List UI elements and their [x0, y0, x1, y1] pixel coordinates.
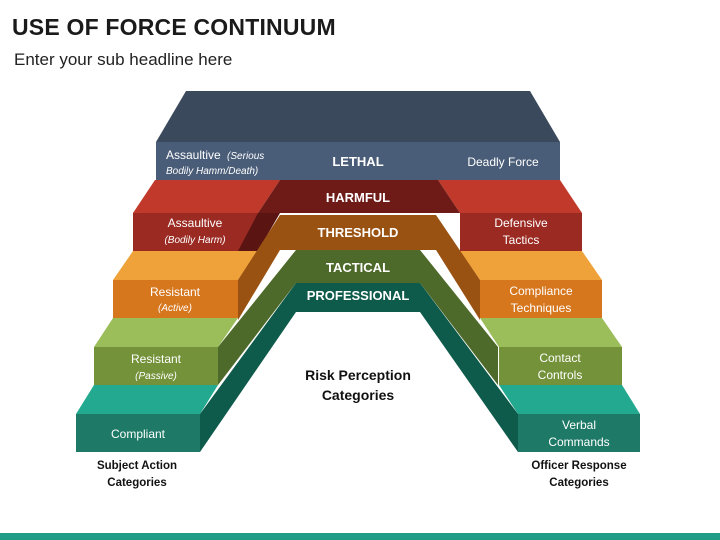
lethal-front: [156, 142, 560, 180]
right-step-1-label-1: Defensive: [494, 216, 548, 230]
center-caption-1: Risk Perception: [305, 367, 411, 383]
lethal-label: LETHAL: [332, 154, 383, 169]
page-title: USE OF FORCE CONTINUUM: [12, 14, 336, 40]
professional-label: PROFESSIONAL: [307, 288, 410, 303]
tactical-label: TACTICAL: [326, 260, 390, 275]
left-step-1-top: [133, 180, 280, 213]
left-step-1-front: [133, 213, 258, 251]
left-step-3-label-2: (Passive): [135, 371, 177, 382]
left-step-2-front: [113, 280, 238, 318]
right-step-1-top: [438, 180, 582, 213]
left-step-4-top: [76, 385, 218, 414]
threshold-label: THRESHOLD: [318, 225, 399, 240]
harmful-band: [258, 180, 460, 213]
left-step-2-top: [113, 251, 258, 280]
right-step-1-front: [460, 213, 582, 251]
right-step-2-label-2: Techniques: [511, 301, 572, 315]
left-caption-2: Categories: [107, 477, 166, 489]
left-step-1-label-1: Assaultive: [168, 216, 223, 230]
professional-band: [200, 283, 518, 452]
left-step-3-label-1: Resistant: [131, 352, 182, 366]
lethal-left-label-2: Bodily Hamm/Death): [166, 166, 258, 177]
bottom-accent-bar: [0, 533, 720, 540]
left-step-3-front: [94, 347, 218, 385]
lethal-left-label-1: Assaultive (Serious: [166, 148, 264, 162]
left-step-3-top: [94, 318, 238, 347]
right-step-4-label-2: Commands: [548, 435, 609, 449]
left-step-4-front: [76, 414, 200, 452]
threshold-band: [238, 215, 480, 320]
right-step-1-label-2: Tactics: [503, 233, 540, 247]
left-step-2-label-2: (Active): [158, 303, 192, 314]
right-step-3-label-2: Controls: [538, 368, 583, 382]
right-step-4-label-1: Verbal: [562, 418, 596, 432]
right-step-2-top: [460, 251, 602, 280]
right-step-4-top: [499, 385, 640, 414]
professional-band-face: [284, 283, 434, 307]
lethal-right-label: Deadly Force: [467, 155, 539, 169]
right-step-2-front: [480, 280, 602, 318]
tactical-band: [218, 250, 498, 385]
center-caption-2: Categories: [322, 387, 395, 403]
harmful-label: HARMFUL: [326, 190, 390, 205]
left-step-1-label-2: (Bodily Harm): [164, 235, 225, 246]
page-subtitle: Enter your sub headline here: [14, 50, 233, 69]
right-caption-1: Officer Response: [531, 460, 626, 472]
right-step-3-top: [480, 318, 622, 347]
left-step-4-label-1: Compliant: [111, 427, 166, 441]
left-caption-1: Subject Action: [97, 460, 177, 472]
lethal-top-face: [156, 91, 560, 142]
right-step-2-label-1: Compliance: [509, 284, 573, 298]
right-step-3-front: [499, 347, 622, 385]
right-step-3-label-1: Contact: [539, 351, 581, 365]
left-step-2-label-1: Resistant: [150, 285, 201, 299]
right-step-4-front: [518, 414, 640, 452]
right-caption-2: Categories: [549, 477, 608, 489]
harmful-band-side-left: [238, 213, 280, 251]
